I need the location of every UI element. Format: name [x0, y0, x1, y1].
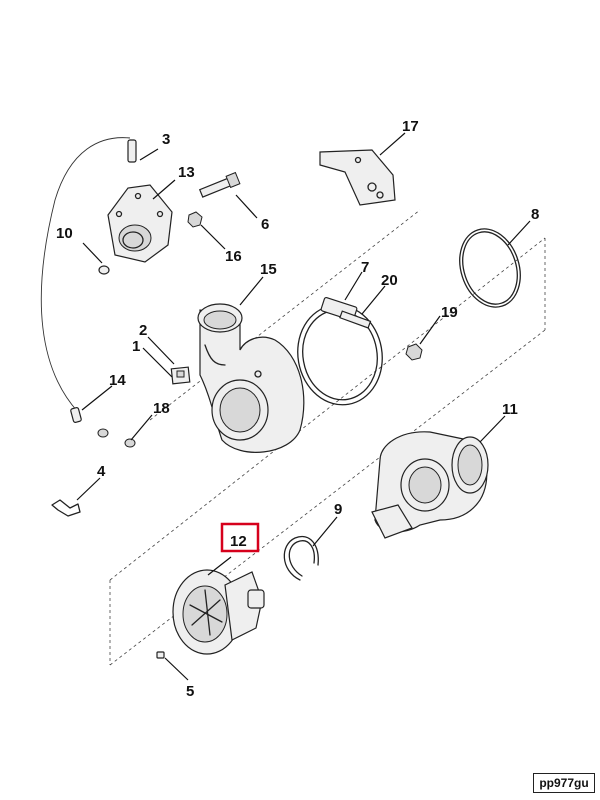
part-20-clamp-bolt: [339, 310, 372, 329]
callout-10: 10: [56, 225, 73, 242]
callout-1: 1: [132, 338, 140, 355]
callout-15: 15: [260, 261, 277, 278]
part-17-bracket: [319, 149, 396, 206]
part-5-pin: [156, 651, 165, 659]
callout-6: 6: [261, 216, 269, 233]
part-14-connector: [70, 407, 82, 423]
part-19-nut: [405, 343, 423, 361]
callouts: 3 13 17 8 6 10 16 7 15 20 19 2 1 14 11 1…: [56, 118, 539, 700]
callout-9: 9: [334, 501, 342, 518]
document-id-label: pp977gu: [533, 773, 595, 793]
part-11-compressor-housing: [371, 431, 489, 539]
callout-16: 16: [225, 248, 242, 265]
part-15-turbine-housing: [197, 303, 305, 453]
part-6-bolt: [198, 171, 241, 198]
part-18-screw: [97, 428, 136, 448]
callout-20: 20: [381, 272, 398, 289]
sensor-cable: [40, 137, 131, 413]
callout-4: 4: [97, 463, 106, 480]
callout-17: 17: [402, 118, 419, 135]
part-9-snap-ring: [283, 535, 319, 581]
part-16-nut: [187, 211, 203, 228]
callout-18: 18: [153, 400, 170, 417]
part-3-sensor-tip: [127, 139, 137, 163]
highlight-box-callout-12: [220, 522, 260, 553]
part-13-flange-housing: [107, 184, 173, 263]
part-8-o-ring: [459, 228, 521, 308]
callout-13: 13: [178, 164, 195, 181]
callout-5: 5: [186, 683, 194, 700]
part-12-cartridge: [172, 569, 265, 655]
callout-12: 12: [230, 533, 247, 550]
callout-19: 19: [441, 304, 458, 321]
part-1-2-plate: [170, 366, 191, 385]
part-4-fitting: [51, 499, 81, 517]
callout-14: 14: [109, 372, 126, 389]
callout-11: 11: [502, 401, 518, 418]
callout-8: 8: [531, 206, 539, 223]
leader-lines: [76, 132, 531, 681]
callout-3: 3: [162, 131, 170, 148]
callout-7: 7: [361, 259, 369, 276]
callout-2: 2: [139, 322, 147, 339]
part-7-clamp: [297, 297, 383, 406]
part-10-screw: [98, 265, 110, 275]
